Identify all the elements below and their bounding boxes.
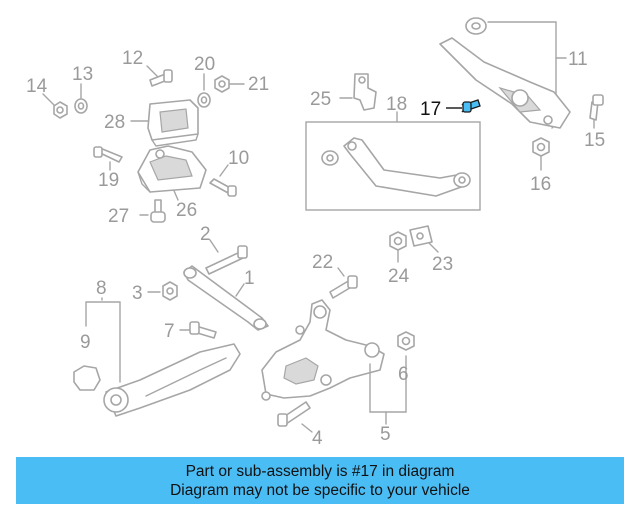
- part-14-nut: [42, 93, 68, 119]
- callout-28: 28: [104, 112, 125, 133]
- callout-8: 8: [96, 278, 107, 299]
- part-25-bracket: [339, 73, 377, 111]
- callout-12: 12: [122, 48, 143, 69]
- part-7-bolt: [179, 321, 217, 339]
- callout-15: 15: [584, 130, 605, 151]
- part-28-mount-upper: [130, 99, 199, 147]
- callout-5: 5: [380, 424, 391, 445]
- callout-22: 22: [312, 252, 333, 273]
- part-4-bolt: [277, 401, 313, 433]
- callout-14: 14: [26, 76, 48, 97]
- part-8-trailing-arm: [85, 297, 241, 417]
- callout-21: 21: [248, 74, 269, 95]
- part-16-nut: [532, 137, 550, 171]
- callout-18: 18: [386, 94, 407, 115]
- part-26-mount-lower: [137, 145, 207, 201]
- callout-16: 16: [530, 174, 551, 195]
- callout-11: 11: [568, 49, 588, 70]
- callout-10: 10: [228, 148, 249, 169]
- part-17-bolt-highlighted: [446, 99, 481, 113]
- callout-1: 1: [244, 268, 255, 289]
- callout-9: 9: [80, 332, 91, 353]
- callout-27: 27: [108, 206, 129, 227]
- part-3-nut: [147, 281, 178, 301]
- callout-17-highlighted: 17: [420, 99, 441, 120]
- part-22-bolt: [329, 267, 358, 299]
- callout-6: 6: [398, 364, 409, 385]
- callout-25: 25: [310, 89, 331, 110]
- banner-line-1: Part or sub-assembly is #17 in diagram: [185, 462, 455, 480]
- callout-24: 24: [388, 266, 410, 287]
- part-13-washer: [74, 83, 88, 114]
- callout-23: 23: [432, 254, 453, 275]
- part-10-bolt: [209, 164, 237, 197]
- part-6-nut: [397, 331, 415, 351]
- callout-4: 4: [312, 428, 323, 449]
- part-24-nut: [389, 231, 407, 263]
- part-19-bolt: [93, 146, 123, 171]
- callout-13: 13: [72, 64, 93, 85]
- knuckle: [261, 299, 385, 401]
- part-21-nut: [214, 75, 245, 93]
- callout-26: 26: [176, 200, 197, 221]
- part-11-lower-arm: [439, 17, 571, 129]
- part-1-lateral-link: [183, 265, 269, 331]
- part-5-bracket-line: [369, 355, 407, 425]
- callout-20: 20: [194, 54, 215, 75]
- callout-19: 19: [98, 170, 119, 191]
- part-23-bracket: [409, 225, 439, 253]
- callout-7: 7: [164, 321, 175, 342]
- banner-line-2: Diagram may not be specific to your vehi…: [170, 481, 470, 499]
- parts-diagram: 12 13 14 20 21 28 19 26 10 27 25 18 11 1…: [26, 17, 605, 449]
- part-20-washer: [197, 73, 211, 108]
- part-2-bolt: [205, 239, 248, 275]
- part-15-bolt: [589, 94, 604, 129]
- part-9-bushing: [73, 365, 101, 391]
- callout-2: 2: [200, 224, 211, 245]
- part-27-bolt: [139, 199, 166, 223]
- callout-3: 3: [132, 283, 143, 304]
- part-12-bolt: [146, 65, 173, 87]
- part-18-arm-assembly: [305, 111, 481, 211]
- info-banner: Part or sub-assembly is #17 in diagram D…: [16, 457, 624, 504]
